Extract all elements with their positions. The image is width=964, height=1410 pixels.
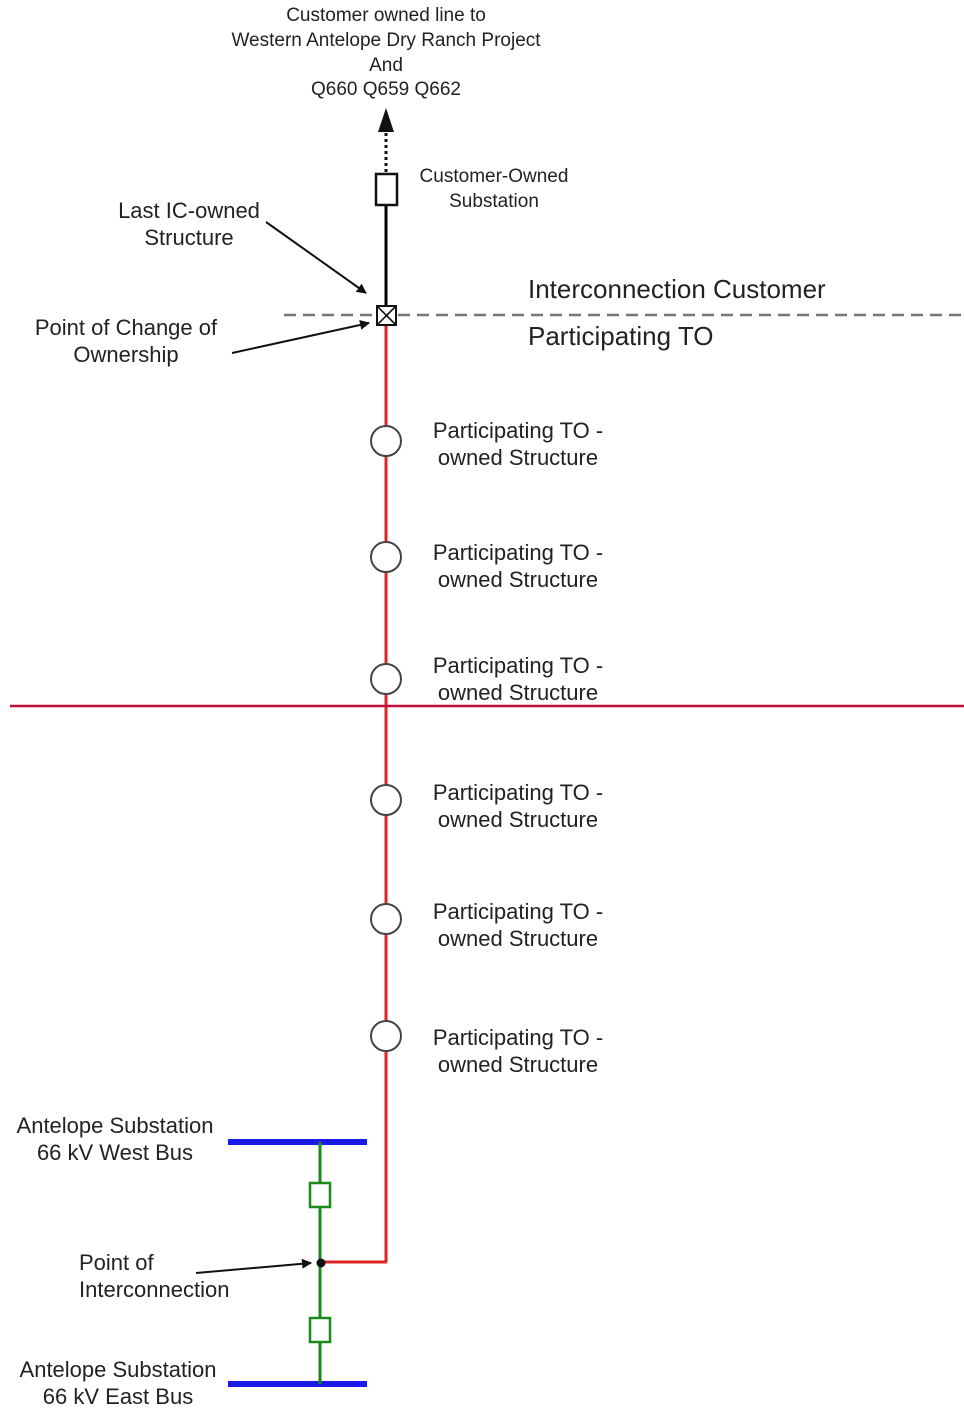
customer-substation-label: Customer-Owned Substation <box>420 166 569 214</box>
west-bus-label: Antelope Substation 66 kV West Bus <box>17 1113 214 1167</box>
to-structure-symbol <box>370 541 402 573</box>
region-label-participating-to: Participating TO <box>528 321 714 351</box>
customer-line-arrow-icon <box>378 108 394 132</box>
customer-substation-label-line1: Customer-Owned <box>419 166 569 187</box>
customer-line-label: Customer owned line to Western Antelope … <box>231 5 540 102</box>
to-structure-label-line2: owned Structure <box>437 680 599 706</box>
to-structure-label-line1: Participating TO - <box>432 899 604 924</box>
customer-line-label-line1: Customer owned line to <box>286 5 486 26</box>
to-structure-label-line2: owned Structure <box>437 445 599 471</box>
to-structure-label-line2: owned Structure <box>437 1052 599 1078</box>
point-of-interconnection-label-line1: Point of <box>79 1250 154 1275</box>
to-structure-label: Participating TO - owned Structure <box>433 418 603 472</box>
to-structure-label: Participating TO - owned Structure <box>433 653 603 707</box>
east-bus-label-line2: 66 kV East Bus <box>42 1384 194 1410</box>
point-of-interconnection-label-line2: Interconnection <box>79 1277 230 1303</box>
customer-substation-label-line2: Substation <box>449 190 539 212</box>
to-structure-label-line1: Participating TO - <box>432 780 604 805</box>
to-structure-label: Participating TO - owned Structure <box>433 780 603 834</box>
west-bus-label-line2: 66 kV West Bus <box>36 1140 194 1166</box>
change-of-ownership-label: Point of Change of Ownership <box>35 315 217 369</box>
last-ic-structure-label: Last IC-owned Structure <box>118 198 260 252</box>
to-structure-label: Participating TO - owned Structure <box>433 1025 603 1079</box>
customer-line-label-line2: Western Antelope Dry Ranch Project <box>231 29 541 51</box>
poi-callout-arrow <box>195 1258 312 1274</box>
change-of-ownership-label-line1: Point of Change of <box>34 315 218 340</box>
to-structure-symbol <box>370 903 402 935</box>
change-of-ownership-callout-arrow <box>231 320 370 354</box>
last-ic-callout-arrow <box>265 221 367 294</box>
region-label-interconnection-customer: Interconnection Customer <box>528 274 826 304</box>
to-structure-label-line1: Participating TO - <box>432 653 604 678</box>
point-of-interconnection-label: Point of Interconnection <box>79 1250 229 1304</box>
to-structure-symbol <box>370 784 402 816</box>
last-ic-structure-x-b <box>376 305 397 326</box>
customer-line-label-line4: Q660 Q659 Q662 <box>310 79 461 101</box>
to-structure-symbol <box>370 425 402 457</box>
change-of-ownership-label-line2: Ownership <box>73 342 179 368</box>
to-structure-label-line2: owned Structure <box>437 567 599 593</box>
customer-substation-symbol <box>374 172 399 207</box>
east-bus-label: Antelope Substation 66 kV East Bus <box>20 1357 217 1410</box>
last-ic-structure-label-line2: Structure <box>144 225 234 251</box>
to-structure-label-line1: Participating TO - <box>432 418 604 443</box>
to-structure-label-line2: owned Structure <box>437 926 599 952</box>
east-breaker-symbol <box>308 1316 332 1344</box>
west-breaker-symbol <box>308 1181 332 1209</box>
east-bus-label-line1: Antelope Substation <box>19 1357 217 1382</box>
to-structure-symbol <box>370 663 402 695</box>
interconnection-point-dot <box>316 1258 326 1268</box>
to-structure-label-line1: Participating TO - <box>432 1025 604 1050</box>
to-structure-symbol <box>370 1020 402 1052</box>
to-structure-label-line1: Participating TO - <box>432 540 604 565</box>
to-structure-label: Participating TO - owned Structure <box>433 899 603 953</box>
last-ic-structure-label-line1: Last IC-owned <box>118 198 260 223</box>
west-bus-label-line1: Antelope Substation <box>16 1113 214 1138</box>
to-structure-label: Participating TO - owned Structure <box>433 540 603 594</box>
customer-line-label-line3: And <box>369 54 403 76</box>
to-structure-label-line2: owned Structure <box>437 807 599 833</box>
